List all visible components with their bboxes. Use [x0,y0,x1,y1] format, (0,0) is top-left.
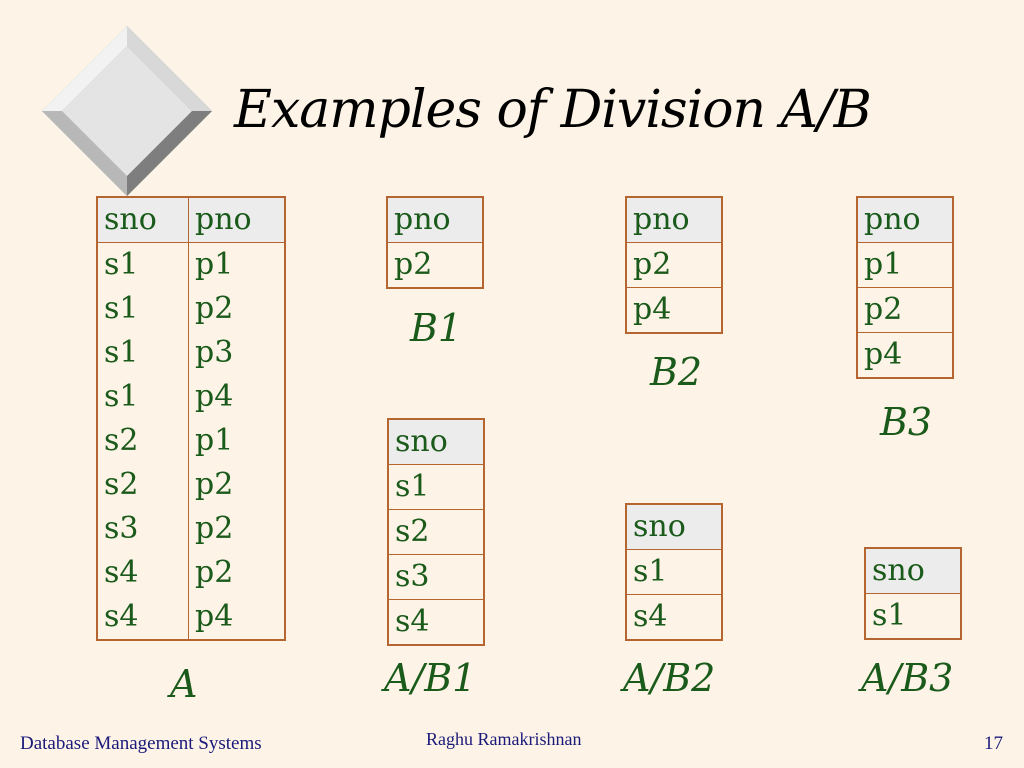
table-row: s4 [626,595,722,641]
table-cell: s1 [97,331,189,375]
table-cell: s1 [97,375,189,419]
column-header-sno: sno [388,419,484,465]
table-row: p4 [626,288,722,334]
table-row: p2 [626,242,722,288]
table-row: s4 [388,600,484,646]
table-cell: p2 [857,287,953,333]
column-header-sno: sno [865,548,961,594]
table-cell: s1 [97,242,189,287]
footer-author: Raghu Ramakrishnan [426,729,582,749]
table-row: s1 [865,594,961,640]
column-header-pno: pno [626,197,722,243]
relation-b3-table: pno p1 p2 p4 [856,196,954,379]
caption-b2: B2 [650,350,703,394]
table-row: s2 [388,509,484,555]
result-ab1-table: sno s1 s2 s3 s4 [387,418,485,646]
table-row: p2 [387,243,483,289]
table-cell: s2 [388,509,484,555]
table-cell: p1 [857,242,953,288]
table-cell: p4 [195,379,234,414]
table-cell: p2 [195,467,234,502]
table-row: s1 [388,464,484,510]
table-cell: s1 [626,549,722,595]
caption-ab3: A/B3 [861,656,954,700]
table-cell: s4 [97,595,189,640]
table-cell: s2 [97,419,189,463]
table-cell: p2 [195,291,234,326]
table-cell: s1 [388,464,484,510]
table-cell: p2 [195,511,234,546]
caption-b3: B3 [880,400,933,444]
footer-course: Database Management Systems [20,733,262,754]
table-cell: p2 [626,242,722,288]
column-header-pno: pno [857,197,953,243]
relation-b1-table: pno p2 [386,196,484,289]
slide-number: 17 [984,733,1003,754]
table-cell: p1 [195,247,234,282]
table-row: s3 [388,554,484,600]
table-cell: s4 [97,551,189,595]
table-cell: s3 [97,507,189,551]
table-cell: s4 [395,604,430,639]
caption-ab1: A/B1 [384,656,477,700]
caption-b1: B1 [410,306,463,350]
table-cell: p4 [633,292,672,327]
relation-b2-table: pno p2 p4 [625,196,723,334]
table-cell: s4 [633,599,668,634]
column-header-sno: sno [97,197,189,243]
table-row: p4 [857,333,953,379]
table-cell: s1 [97,287,189,331]
table-cell: p2 [394,247,433,282]
table-cell: s3 [388,554,484,600]
caption-ab2: A/B2 [623,656,716,700]
table-cell: p4 [864,337,903,372]
column-header-sno: sno [626,504,722,550]
table-row: s1 [626,549,722,595]
table-cell: p2 [195,555,234,590]
caption-a: A [170,662,198,706]
slide-title: Examples of Division A/B [234,80,872,140]
table-cell: p4 [195,599,234,634]
result-ab2-table: sno s1 s4 [625,503,723,641]
table-cell: s1 [872,598,907,633]
table-cell: p3 [195,335,234,370]
column-header-pno: pno [387,197,483,243]
table-row: p1 [857,242,953,288]
table-cell: p1 [195,423,234,458]
column-header-pno: pno [188,197,285,243]
table-cell: s2 [97,463,189,507]
result-ab3-table: sno s1 [864,547,962,640]
table-row: p2 [857,287,953,333]
diamond-logo [42,26,212,196]
